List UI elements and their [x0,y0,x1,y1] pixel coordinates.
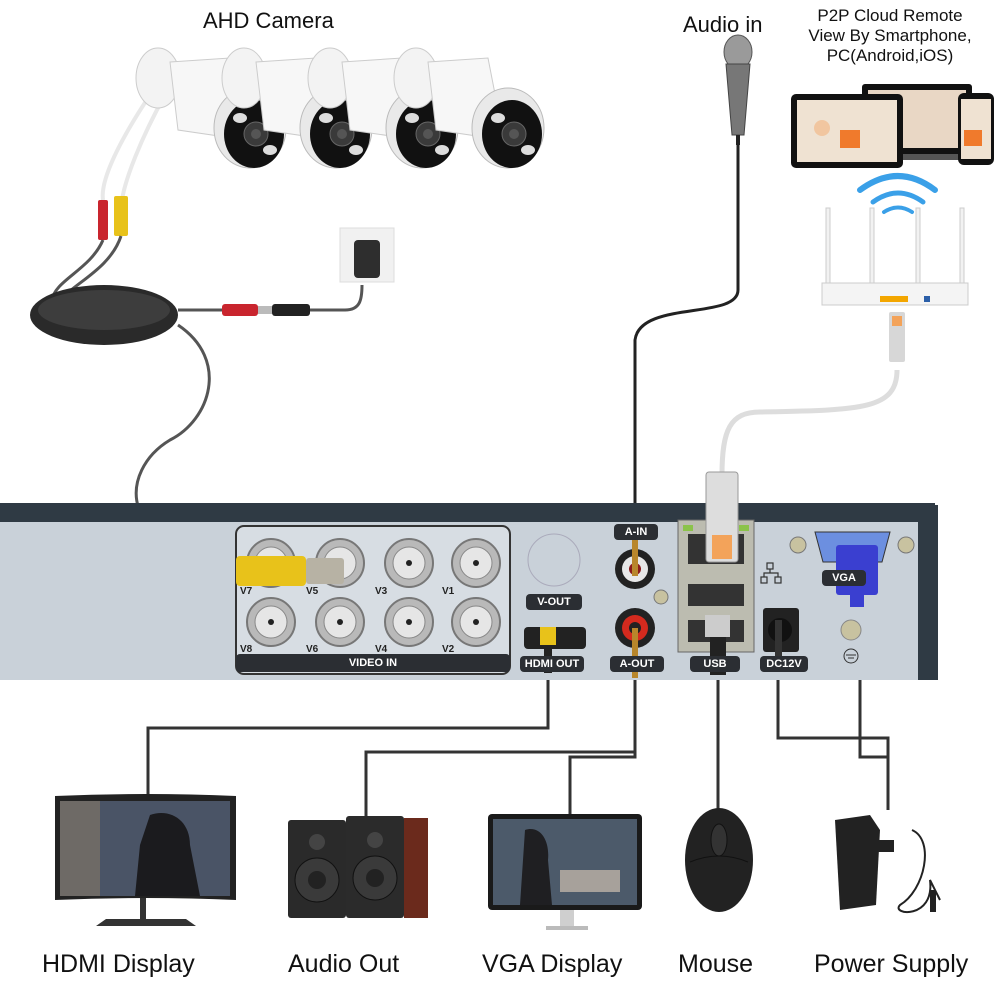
hdmi-out-label: HDMI OUT [520,656,584,672]
audio-in-cable [633,140,740,555]
camera-cable-bundle [30,93,364,572]
speakers-icon [288,816,428,918]
channel-label: V7 [240,586,253,597]
screw-icon [653,589,669,605]
device-label-vga-display: VGA Display [482,950,623,978]
bnc-ports [236,538,501,647]
remote-view-caption: P2P Cloud Remote View By Smartphone, PC(… [780,6,1000,66]
channel-label: V4 [375,644,388,655]
v-out-label: V-OUT [526,594,582,610]
output-cables [146,595,890,820]
v-out-port [527,533,581,587]
audio-out-label: A-OUT [610,656,664,672]
device-label-hdmi-display: HDMI Display [42,950,195,978]
ahd-camera-icon [393,47,545,169]
bnc-port [384,597,434,647]
ahd-cameras [135,47,545,169]
dc-power-jack [763,608,799,668]
power-adapter-icon [835,815,941,914]
hdmi-display-icon [55,794,236,926]
device-label-power-supply: Power Supply [814,950,969,978]
network-icon [760,562,782,584]
channel-label: V6 [306,644,319,655]
mouse-icon [685,808,753,912]
audio-in-label: A-IN [614,524,658,540]
bnc-plug [236,556,344,586]
dvr-back-panel [0,503,938,680]
dc-power-label: DC12V [760,656,808,672]
vga-display-icon [488,814,642,930]
ground-icon [840,619,862,664]
audio-out-jack [615,608,655,678]
device-label-mouse: Mouse [678,950,754,978]
lan-usb-block [677,471,755,675]
audio-in-jack [615,540,655,589]
ahd-camera-label: AHD Camera [203,8,334,33]
channel-label: V1 [442,586,455,597]
router-icon [821,207,969,362]
lan-cable [719,369,900,476]
bnc-port [384,538,434,588]
audio-in-title: Audio in [683,12,763,37]
wifi-icon [857,173,938,214]
bnc-port [451,597,501,647]
channel-label: V5 [306,586,319,597]
device-label-audio-out: Audio Out [288,950,400,978]
bnc-port [315,597,365,647]
usb-label: USB [690,656,740,672]
channel-label: V8 [240,644,253,655]
video-in-label: VIDEO IN [348,657,398,669]
vga-port [789,531,915,607]
remote-devices-icon [791,84,994,168]
bnc-port [451,538,501,588]
vga-label: VGA [822,570,866,586]
bnc-port [246,597,296,647]
channel-label: V2 [442,644,455,655]
wall-outlet-icon [339,227,395,283]
remote-caption-line: P2P Cloud Remote [817,6,963,25]
channel-label: V3 [375,586,388,597]
remote-caption-line: PC(Android,iOS) [826,46,954,65]
remote-caption-line: View By Smartphone, [808,26,972,45]
microphone-icon [723,34,753,145]
